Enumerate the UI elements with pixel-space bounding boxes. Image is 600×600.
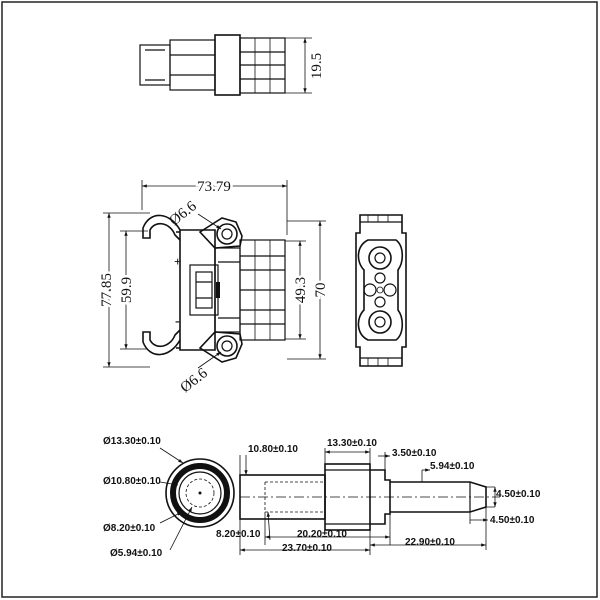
dim-d-inner: Ø10.80±0.10 [103,476,161,487]
dim-hole-top: Ø6.6 [167,198,201,229]
top-view: 19.5 [139,34,325,96]
dim-len-13-30: 13.30±0.10 [327,438,377,449]
front-view: 73.79 + - Ø6.6 Ø6.6 [97,177,332,397]
dim-len-10-80: 10.80±0.10 [248,444,298,455]
dim-len-5-94: 5.94±0.10 [430,461,475,472]
contact-end-view: Ø13.30±0.10 Ø10.80±0.10 Ø8.20±0.10 Ø5.94… [103,436,235,559]
polarity-minus: - [175,314,180,329]
polarity-plus: + [174,254,181,269]
dim-width-73-79: 73.79 [197,179,231,195]
dim-hole-bottom: Ø6.6 [178,365,212,396]
dim-len-4-50-bottom: 4.50±0.10 [490,515,535,526]
dim-body-height-70: 70 [313,283,329,298]
dim-len-22-90: 22.90±0.10 [405,537,455,548]
dim-d-outer: Ø13.30±0.10 [103,436,161,447]
dim-len-23-70: 23.70±0.10 [282,543,332,554]
dim-window-height-49-3: 49.3 [293,277,309,303]
dim-outer-height-77-85: 77.85 [99,273,115,307]
dim-len-3-50: 3.50±0.10 [392,448,437,459]
dim-height-19-5: 19.5 [309,53,325,79]
dim-d-pin: Ø5.94±0.10 [110,548,163,559]
dim-len-8-20: 8.20±0.10 [216,529,261,540]
contact-side-view: 10.80±0.10 13.30±0.10 3.50±0.10 5.94±0.1… [216,438,541,555]
dim-len-4-50-top: 4.50±0.10 [496,489,541,500]
dim-d-bore: Ø8.20±0.10 [103,523,156,534]
dim-inner-height-59-9: 59.9 [119,277,135,303]
dim-len-20-20: 20.20±0.10 [297,529,347,540]
side-view [355,214,407,367]
